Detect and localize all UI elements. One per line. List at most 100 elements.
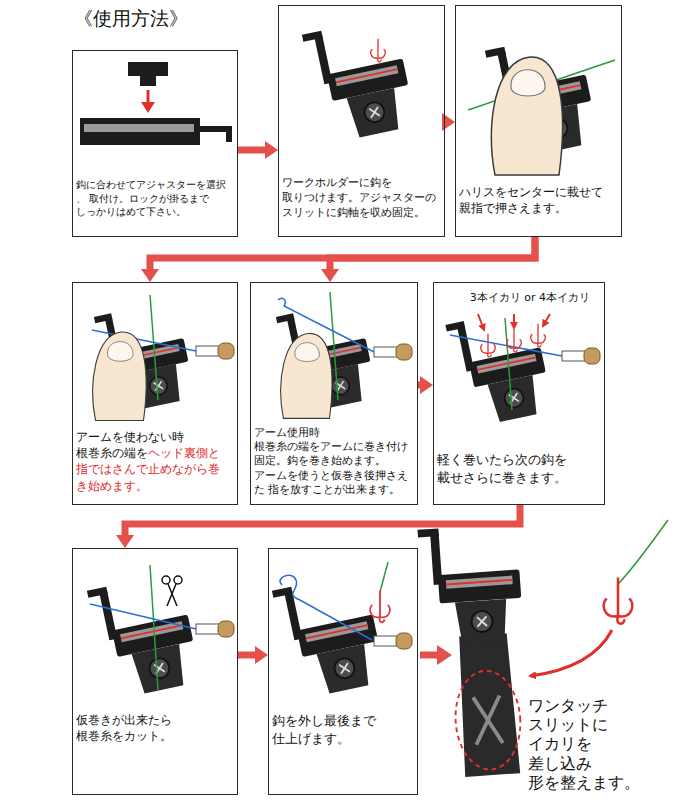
panel2-illustration (302, 15, 417, 145)
illustration-use (93, 332, 146, 421)
flow-arrow (238, 141, 278, 159)
arrow-line (125, 505, 520, 536)
text-block: 根巻糸の端をヘッド裏側と 指ではさんで止めながら巻 き始めます。 (73, 445, 237, 494)
arrow-line (238, 147, 266, 154)
illustration-use (531, 324, 545, 347)
arrow-line (150, 237, 535, 270)
text-block: 鈎を外し最後まで 仕上げます。 (269, 712, 417, 747)
illustration-use (374, 344, 412, 360)
illustration-line (150, 565, 158, 690)
illustration-g (162, 576, 182, 606)
illustration-path (530, 630, 612, 676)
illustration-line (380, 562, 388, 592)
text-block: 鈎に合わせてアジャスターを選択、 取付け。ロックが掛るまで しっかりはめて下さい… (73, 178, 237, 219)
illustration-path (200, 126, 232, 142)
instruction-text: 仮巻きが出来たら 根巻糸をカット。 (76, 713, 172, 743)
illustration-line (147, 90, 150, 104)
illustration-polygon (141, 102, 155, 113)
panel4-illustration (92, 295, 234, 421)
illustration-line (150, 295, 158, 400)
flow-arrow (442, 113, 455, 131)
illustration-use (302, 15, 417, 145)
illustration-path (167, 584, 177, 606)
illustration-ellipse (452, 669, 523, 772)
illustration-circle (162, 576, 170, 584)
flow-arrow (141, 237, 535, 282)
arrow-head (442, 113, 455, 131)
instruction-text: 軽く巻いたら次の鈎を 載せさらに巻きます。 (437, 452, 567, 485)
step-panel: ハリスをセンターに載せて 親指で押さえます。 (455, 5, 622, 237)
instruction-text: アーム使用時 (254, 426, 320, 438)
text-block: 根巻糸の端をアームに巻き付け 固定。鈎を巻き始めます。 アームを使うと仮巻き後押… (251, 439, 417, 496)
panel8-illustration (272, 562, 412, 701)
instruction-text: ハリスをセンターに載せて 親指で押さえます。 (459, 185, 603, 215)
instruction-text: 根巻糸の端をアームに巻き付け 固定。鈎を巻き始めます。 アームを使うと仮巻き後押… (254, 440, 408, 495)
illustration-path (618, 520, 668, 584)
illustration-rect (140, 76, 156, 86)
arrow-head (265, 141, 278, 159)
instruction-text: 鈎を外し最後まで 仕上げます。 (272, 713, 376, 746)
text-block: ハリスをセンターに載せて 親指で押さえます。 (456, 184, 621, 216)
callout-text: ワンタッチ スリットに イカリを 差し込み 形を整えます。 (528, 696, 652, 792)
illustration-path (280, 575, 372, 640)
step-panel: ワークホルダーに鈎を 取りつけます。アジャスターの スリットに鈎軸を収め固定。 (278, 5, 445, 237)
instruction-text: 根巻糸の端を (76, 446, 148, 460)
flow-arrow (418, 376, 433, 394)
title: 《使用方法》 (74, 6, 188, 32)
illustration-use (196, 621, 234, 637)
text-block: 仮巻きが出来たら 根巻糸をカット。 (73, 712, 237, 744)
illustration-use (491, 57, 562, 175)
panel6-illustration (445, 306, 600, 428)
illustration-use (87, 571, 202, 701)
illustration-path (80, 118, 200, 145)
step-panel: アーム使用時根巻糸の端をアームに巻き付け 固定。鈎を巻き始めます。 アームを使う… (250, 282, 418, 505)
illustration-use (417, 523, 524, 648)
illustration-circle (174, 576, 182, 584)
arrow-head (420, 376, 433, 394)
illustration-use (281, 333, 332, 418)
illustration-rect (84, 124, 194, 132)
illustration-use (272, 571, 387, 701)
step-panel: 鈎を外し最後まで 仕上げます。 (268, 548, 418, 795)
illustration-use (481, 334, 495, 357)
text-block: ワークホルダーに鈎を 取りつけます。アジャスターの スリットに鈎軸を収め固定。 (279, 176, 444, 221)
step-panel: 鈎に合わせてアジャスターを選択、 取付け。ロックが掛るまで しっかりはめて下さい… (72, 50, 238, 237)
arrow-line (330, 237, 535, 270)
arrow-line (238, 652, 256, 659)
illustration-use (371, 39, 385, 62)
illustration-rect (128, 62, 168, 76)
instruction-text: 鈎に合わせてアジャスターを選択、 取付け。ロックが掛るまで しっかりはめて下さい… (76, 179, 226, 217)
arrow-head (116, 535, 134, 548)
illustration-path (473, 696, 503, 745)
illustration-use (507, 329, 521, 352)
flow-arrow (238, 646, 268, 664)
illustration-use (445, 306, 554, 428)
panel3-illustration (468, 31, 615, 175)
panel5-illustration (276, 292, 412, 418)
illustration-use (604, 578, 633, 624)
illustration-line (513, 314, 515, 328)
step-panel: アームを使わない時根巻糸の端をヘッド裏側と 指ではさんで止めながら巻 き始めます… (72, 282, 238, 505)
illustration-line (90, 604, 196, 629)
text-block: 軽く巻いたら次の鈎を 載せさらに巻きます。 (434, 451, 604, 486)
panel7-illustration (87, 565, 234, 701)
illustration-use (374, 633, 412, 649)
text-block: アーム使用時 (251, 425, 417, 439)
illustration-use (196, 343, 234, 359)
flow-arrow (321, 237, 535, 282)
illustration-use (562, 348, 600, 364)
arrow-head (321, 269, 339, 282)
text-block: 3本イカリ or 4本イカリ (434, 291, 604, 306)
flow-arrow (116, 505, 520, 548)
instruction-text: 3本イカリ or 4本イカリ (470, 291, 590, 304)
illustration-line (543, 314, 550, 326)
step-arrow (420, 645, 452, 665)
instruction-text: ワークホルダーに鈎を 取りつけます。アジャスターの スリットに鈎軸を収め固定。 (282, 176, 436, 219)
text-block: アームを使わない時 (73, 429, 237, 445)
illustration-polygon (437, 645, 452, 665)
arrow-head (141, 269, 159, 282)
illustration-use (370, 591, 390, 623)
instruction-text: アームを使わない時 (76, 430, 184, 444)
illustration-line (505, 318, 512, 410)
